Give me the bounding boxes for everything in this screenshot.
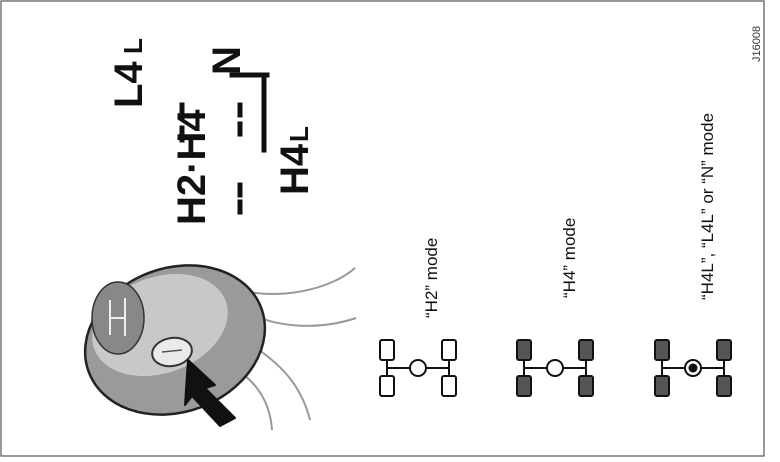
drivetrain-icon-body xyxy=(379,339,457,397)
shift-label-h4l-sub: L xyxy=(284,126,314,142)
shift-gate-lines xyxy=(179,72,270,215)
press-arrow-icon xyxy=(184,359,236,427)
drivetrain-icon-h2 xyxy=(379,339,457,397)
center-lock-dot xyxy=(688,363,698,373)
shift-label-l4l-main: L4 xyxy=(107,61,151,108)
mode-label-h4: “H4” mode xyxy=(560,218,579,298)
gear-knob-illustration xyxy=(83,264,357,431)
shift-label-l4l-sub: L xyxy=(118,38,148,54)
shift-label-h4l-main: H4 xyxy=(273,143,317,195)
shift-pattern: H2·H4 L4 L N H4 L xyxy=(107,38,317,225)
figure-border xyxy=(0,0,765,457)
figure-code: J16008 xyxy=(751,26,763,62)
drivetrain-icon-h4l xyxy=(654,339,732,397)
shift-label-h2-h4: H2·H4 xyxy=(170,109,214,225)
mode-label-h4l-l4l-n: “H4L”, “L4L” or “N” mode xyxy=(698,113,717,300)
drivetrain-icon-h4 xyxy=(516,339,594,397)
shift-label-n: N xyxy=(205,46,249,75)
mode-label-h2: “H2” mode xyxy=(422,238,441,318)
